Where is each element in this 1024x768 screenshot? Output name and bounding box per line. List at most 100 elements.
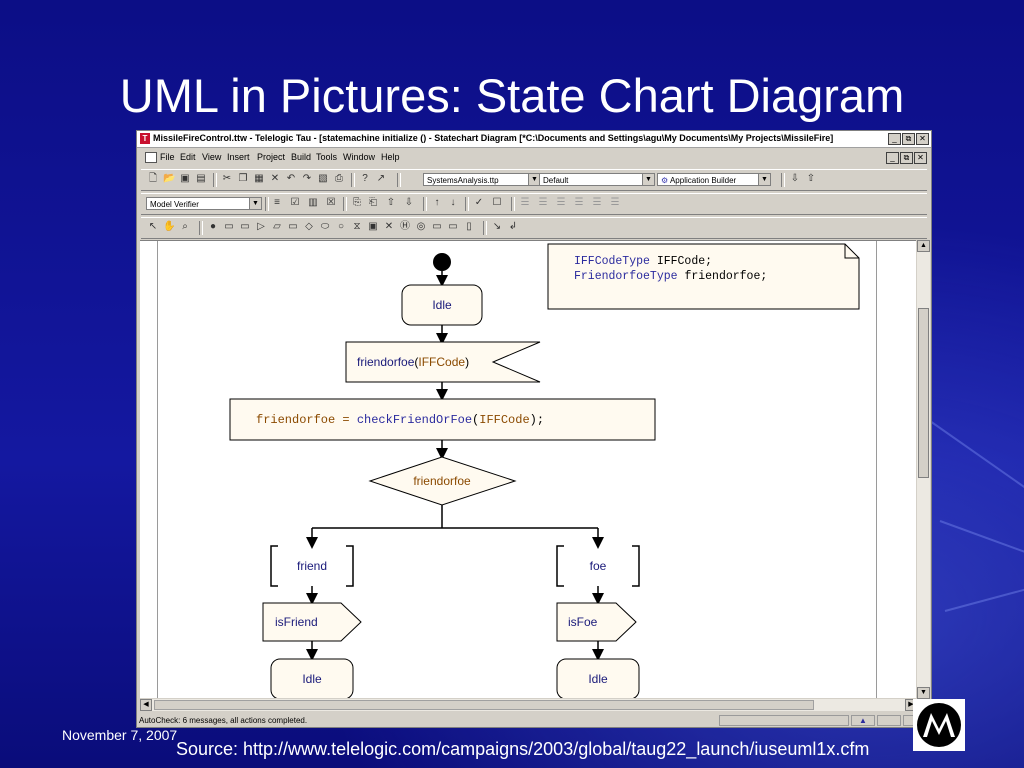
undo-icon[interactable]: ↶ (286, 173, 296, 184)
composite-state-icon[interactable]: ▭ (240, 221, 250, 232)
report-icon[interactable]: ▥ (308, 197, 318, 208)
copy-icon[interactable]: ❐ (238, 173, 248, 184)
checkbox-icon[interactable]: ☐ (492, 197, 502, 208)
step-icon[interactable]: ⎘ (353, 197, 361, 208)
grid-icon[interactable]: ☰ (592, 197, 602, 208)
state-idle-top[interactable]: Idle (401, 284, 483, 326)
distribute-icon[interactable]: ☰ (574, 197, 584, 208)
redo-icon[interactable]: ↷ (302, 173, 312, 184)
check-model-icon[interactable]: ≡ (274, 197, 280, 208)
document-icon[interactable] (145, 152, 157, 163)
menu-insert[interactable]: Insert (227, 152, 250, 162)
step-back-icon[interactable]: ⎗ (369, 197, 377, 208)
delete-icon[interactable]: ✕ (270, 173, 280, 184)
chevron-down-icon[interactable]: ▼ (642, 174, 654, 185)
timer-icon[interactable]: ⧖ (353, 221, 361, 232)
mdi-close-button[interactable]: ✕ (914, 152, 927, 164)
state-idle-right[interactable]: Idle (556, 658, 640, 698)
properties-icon[interactable]: ▧ (318, 173, 328, 184)
horizontal-scrollbar[interactable]: ◀ ▶ (140, 699, 917, 711)
signal-input-friendorfoe[interactable]: friendorfoe(IFFCode) (345, 341, 541, 383)
paste-icon[interactable]: ▦ (254, 173, 264, 184)
vertical-scroll-thumb[interactable] (918, 308, 929, 478)
initial-state[interactable] (433, 253, 451, 271)
decision-icon[interactable]: ◇ (305, 221, 313, 232)
menu-project[interactable]: Project (257, 152, 286, 162)
declaration-note[interactable]: IFFCodeType IFFCode; FriendorfoeType fri… (547, 243, 860, 310)
flow-line-icon[interactable]: ↲ (508, 221, 518, 232)
layout-icon[interactable]: ☰ (610, 197, 620, 208)
diagram-canvas[interactable]: IFFCodeType IFFCode; FriendorfoeType fri… (140, 240, 916, 698)
clear-icon[interactable]: ☒ (326, 197, 336, 208)
help-icon[interactable]: ? (362, 173, 368, 184)
open-folder-icon[interactable]: 📂 (163, 173, 176, 184)
project-file-select[interactable]: SystemsAnalysis.ttp ▼ (423, 173, 541, 186)
answer-foe[interactable]: foe (556, 545, 640, 587)
answer-friend[interactable]: friend (270, 545, 354, 587)
menu-file[interactable]: File (160, 152, 175, 162)
configuration-select[interactable]: Default ▼ (539, 173, 655, 186)
cut-icon[interactable]: ✂ (222, 173, 232, 184)
connector-icon[interactable]: ○ (337, 221, 345, 232)
print-icon[interactable]: ⎙ (335, 173, 343, 184)
answer-icon[interactable]: ⬭ (320, 221, 330, 232)
vertical-scrollbar[interactable]: ▲ ▼ (917, 240, 930, 699)
new-file-icon[interactable]: 🗋 (148, 173, 158, 184)
align-center-icon[interactable]: ☰ (538, 197, 548, 208)
start-state-icon[interactable]: ● (209, 221, 217, 232)
close-button[interactable]: ✕ (916, 133, 929, 145)
mdi-minimize-button[interactable]: _ (886, 152, 899, 164)
stop-icon[interactable]: ✕ (384, 221, 394, 232)
check-icon[interactable]: ☑ (290, 197, 300, 208)
scroll-left-icon[interactable]: ◀ (140, 699, 152, 711)
align-left-icon[interactable]: ☰ (520, 197, 530, 208)
task-icon[interactable]: ▭ (288, 221, 298, 232)
hand-pan-icon[interactable]: ✋ (163, 221, 176, 232)
state-idle-left[interactable]: Idle (270, 658, 354, 698)
mdi-restore-button[interactable]: ⧉ (900, 152, 913, 164)
save-icon[interactable]: ▣ (180, 173, 190, 184)
chevron-down-icon[interactable]: ▼ (758, 174, 770, 185)
comment-icon[interactable]: ▯ (466, 221, 472, 232)
move-up-icon[interactable]: ↑ (434, 197, 440, 208)
import-icon[interactable]: ⇩ (790, 173, 800, 184)
save-state-icon[interactable]: ▣ (368, 221, 378, 232)
horizontal-scroll-thumb[interactable] (154, 700, 814, 710)
chevron-down-icon[interactable]: ▼ (249, 198, 261, 209)
menu-build[interactable]: Build (291, 152, 312, 162)
chevron-down-icon[interactable]: ▼ (528, 174, 540, 185)
validate-icon[interactable]: ✓ (474, 197, 484, 208)
line-icon[interactable]: ↘ (492, 221, 502, 232)
signal-input-icon[interactable]: ▷ (257, 221, 265, 232)
scroll-down-icon[interactable]: ▼ (917, 687, 930, 699)
menu-window[interactable]: Window (343, 152, 376, 162)
state-icon[interactable]: ▭ (224, 221, 234, 232)
arrow-down-icon[interactable]: ⇩ (404, 197, 414, 208)
signal-output-icon[interactable]: ▱ (273, 221, 281, 232)
align-right-icon[interactable]: ☰ (556, 197, 566, 208)
junction-icon[interactable]: ◎ (416, 221, 426, 232)
menu-edit[interactable]: Edit (180, 152, 196, 162)
macro-icon[interactable]: ▭ (448, 221, 458, 232)
minimize-button[interactable]: _ (888, 133, 901, 145)
signal-output-isfoe[interactable]: isFoe (556, 602, 637, 642)
move-down-icon[interactable]: ↓ (450, 197, 456, 208)
menu-help[interactable]: Help (381, 152, 400, 162)
decision-friendorfoe[interactable]: friendorfoe (368, 456, 517, 506)
history-icon[interactable]: Ⓗ (400, 221, 410, 232)
builder-select[interactable]: ⚙ Application Builder ▼ (657, 173, 771, 186)
verifier-select[interactable]: Model Verifier ▼ (146, 197, 262, 210)
scroll-up-icon[interactable]: ▲ (917, 240, 930, 252)
save-all-icon[interactable]: ▤ (196, 173, 206, 184)
context-help-icon[interactable]: ↗ (376, 173, 386, 184)
task-assignment[interactable]: friendorfoe = checkFriendOrFoe(IFFCode); (229, 398, 656, 441)
restore-button[interactable]: ⧉ (902, 133, 915, 145)
signal-output-isfriend[interactable]: isFriend (262, 602, 362, 642)
menu-tools[interactable]: Tools (316, 152, 338, 162)
export-icon[interactable]: ⇧ (806, 173, 816, 184)
menu-view[interactable]: View (202, 152, 222, 162)
select-pointer-icon[interactable]: ↖ (148, 221, 158, 232)
procedure-icon[interactable]: ▭ (432, 221, 442, 232)
zoom-icon[interactable]: ⌕ (182, 221, 188, 232)
arrow-up-icon[interactable]: ⇧ (386, 197, 396, 208)
